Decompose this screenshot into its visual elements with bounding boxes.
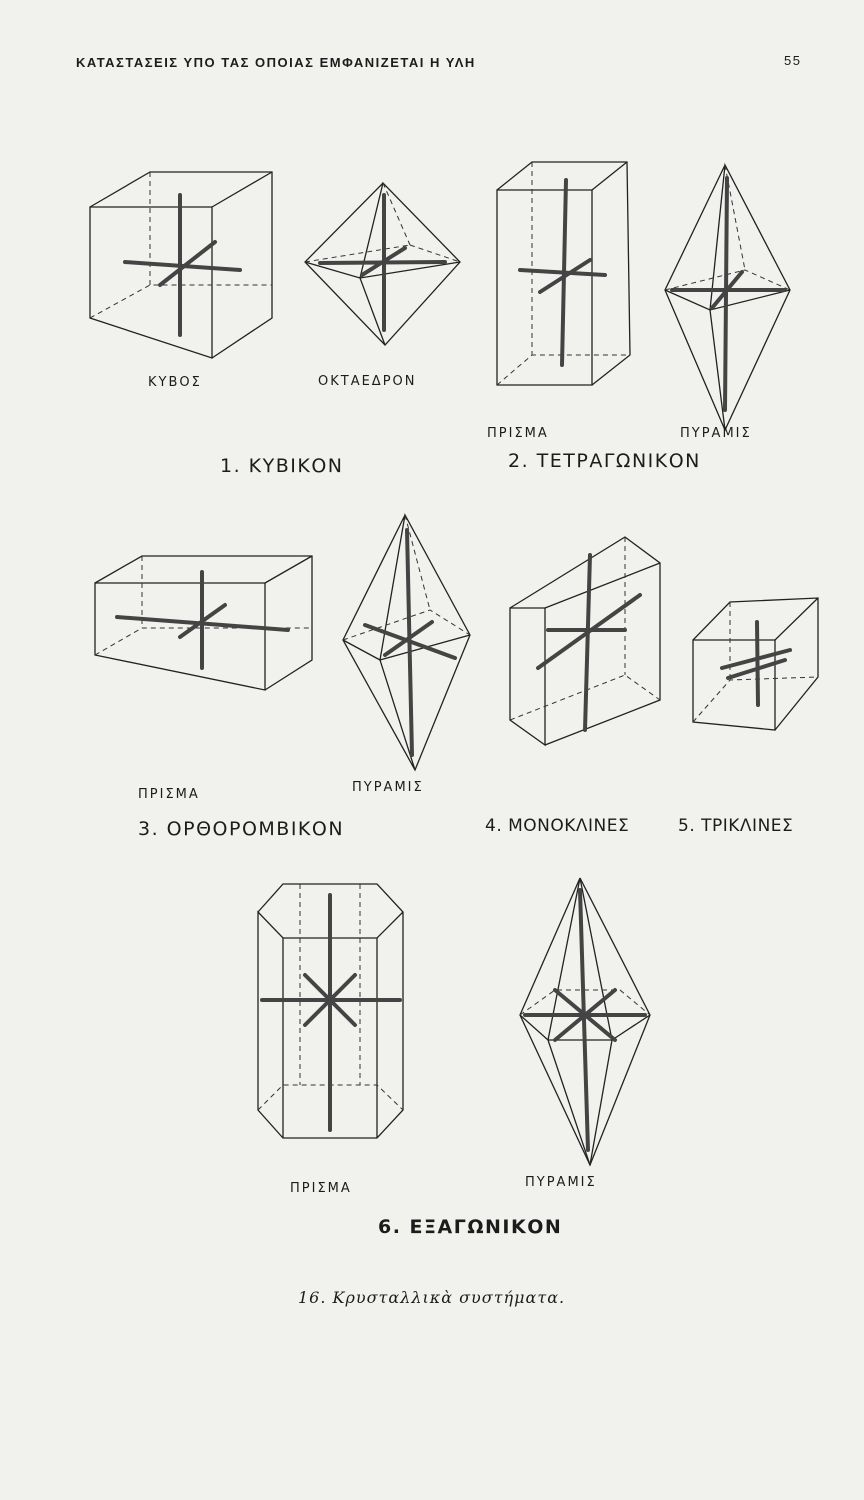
hexagonal-prism-label: ΠΡΙΣΜΑ: [290, 1181, 352, 1196]
tetragonal-title: 2. ΤΕΤΡΑΓΩΝΙΚΟΝ: [508, 450, 701, 472]
orthorhombic-pyramid-label: ΠΥΡΑΜΙΣ: [352, 780, 424, 795]
cube-diagram: [89, 171, 273, 359]
hexagonal-title: 6. ΕΞΑΓΩΝΙΚΟΝ: [378, 1216, 563, 1238]
monoclinic-title: 4. ΜΟΝΟΚΛΙΝΕΣ: [485, 816, 630, 836]
orthorhombic-title: 3. ΟΡΘΟΡΟΜΒΙΚΟΝ: [138, 818, 345, 840]
tetragonal-pyramid-label: ΠΥΡΑΜΙΣ: [680, 426, 752, 441]
orthorhombic-pyramid-diagram: [342, 513, 471, 772]
triclinic-diagram: [692, 597, 819, 731]
tetragonal-prism-diagram: [496, 161, 631, 386]
cubic-title: 1. ΚΥΒΙΚΟΝ: [220, 455, 344, 477]
triclinic-title: 5. ΤΡΙΚΛΙΝΕΣ: [678, 816, 794, 836]
octahedron-diagram: [304, 181, 461, 346]
orthorhombic-prism-diagram: [94, 555, 313, 691]
hexagonal-pyramid-diagram: [519, 877, 651, 1167]
octahedron-label: ΟΚΤΑΕΔΡΟΝ: [318, 374, 417, 389]
running-title: ΚΑΤΑΣΤΑΣΕΙΣ ΥΠΟ ΤΑΣ ΟΠΟΙΑΣ ΕΜΦΑΝΙΖΕΤΑΙ Η…: [76, 55, 476, 70]
tetragonal-pyramid-diagram: [664, 162, 791, 432]
figure-caption: 16. Κρυσταλλικὰ συστήματα.: [298, 1288, 566, 1307]
hexagonal-prism-diagram: [257, 883, 404, 1139]
hexagonal-pyramid-label: ΠΥΡΑΜΙΣ: [525, 1175, 597, 1190]
monoclinic-diagram: [509, 536, 661, 747]
orthorhombic-prism-label: ΠΡΙΣΜΑ: [138, 787, 200, 802]
tetragonal-prism-label: ΠΡΙΣΜΑ: [487, 426, 549, 441]
page-number: 55: [784, 53, 802, 68]
cube-label: ΚΥΒΟΣ: [148, 375, 202, 390]
